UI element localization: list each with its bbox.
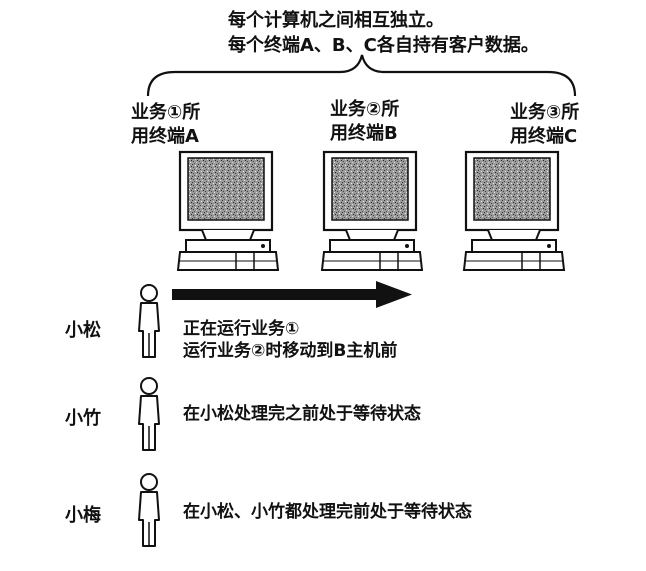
person-figure-koume: [138, 473, 160, 547]
person-figure-komatsu: [138, 284, 160, 358]
person-name-koume: 小梅: [65, 505, 101, 526]
person-desc-komatsu: 正在运行业务① 运行业务②时移动到B主机前: [183, 319, 398, 361]
header-note: 每个计算机之间相互独立。 每个终端A、B、C各自持有客户数据。: [228, 8, 539, 58]
terminal-label-c: 业务③所 用终端C: [510, 102, 580, 147]
person-desc-koume: 在小松、小竹都处理完前处于等待状态: [183, 502, 472, 522]
header-line-1: 每个计算机之间相互独立。: [228, 10, 444, 31]
person-desc-kotake: 在小松处理完之前处于等待状态: [183, 404, 421, 424]
terminal-label-b: 业务②所 用终端B: [330, 99, 400, 144]
person-name-komatsu: 小松: [65, 320, 101, 341]
header-line-2: 每个终端A、B、C各自持有客户数据。: [228, 35, 539, 56]
person-figure-kotake: [138, 377, 160, 451]
person-name-kotake: 小竹: [65, 408, 101, 429]
terminal-label-a: 业务①所 用终端A: [131, 102, 201, 147]
